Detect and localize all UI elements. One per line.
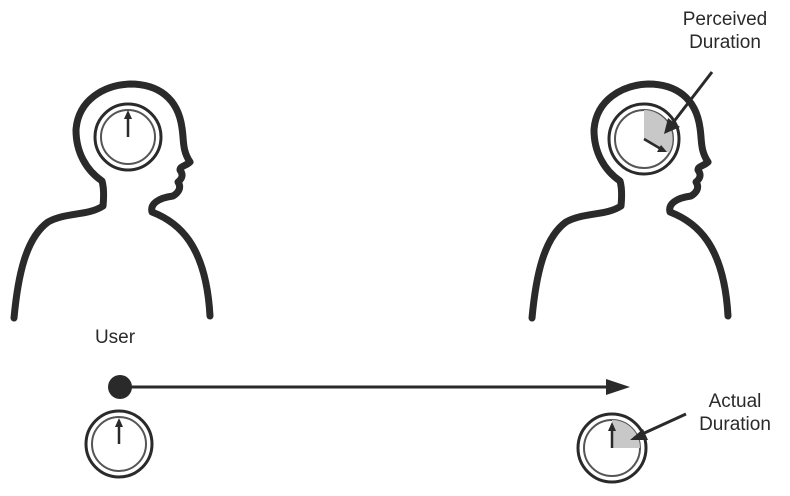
perceived-duration-clock-icon xyxy=(607,102,681,176)
user-head-silhouette-icon xyxy=(10,80,214,322)
actual-duration-label-line-2: Duration xyxy=(699,414,771,435)
user-head-silhouette-right-icon xyxy=(528,80,732,322)
user-label: User xyxy=(94,327,136,348)
actual-duration-wedge xyxy=(612,420,640,448)
actual-duration-label: Actual Duration xyxy=(680,390,790,436)
perceived-pointer-arrow-icon xyxy=(664,71,714,134)
perceived-duration-label-line-2: Duration xyxy=(689,32,761,53)
actual-duration-clock-icon xyxy=(576,412,648,484)
timeline-arrow-icon xyxy=(108,375,630,399)
user-mind-clock-icon xyxy=(93,102,163,172)
actual-duration-label-line-1: Actual xyxy=(708,391,762,412)
actual-pointer-arrow-icon xyxy=(630,412,687,440)
perceived-duration-label-line-1: Perceived xyxy=(682,9,768,30)
start-clock-icon xyxy=(84,409,154,479)
perceived-duration-label: Perceived Duration xyxy=(660,8,790,54)
